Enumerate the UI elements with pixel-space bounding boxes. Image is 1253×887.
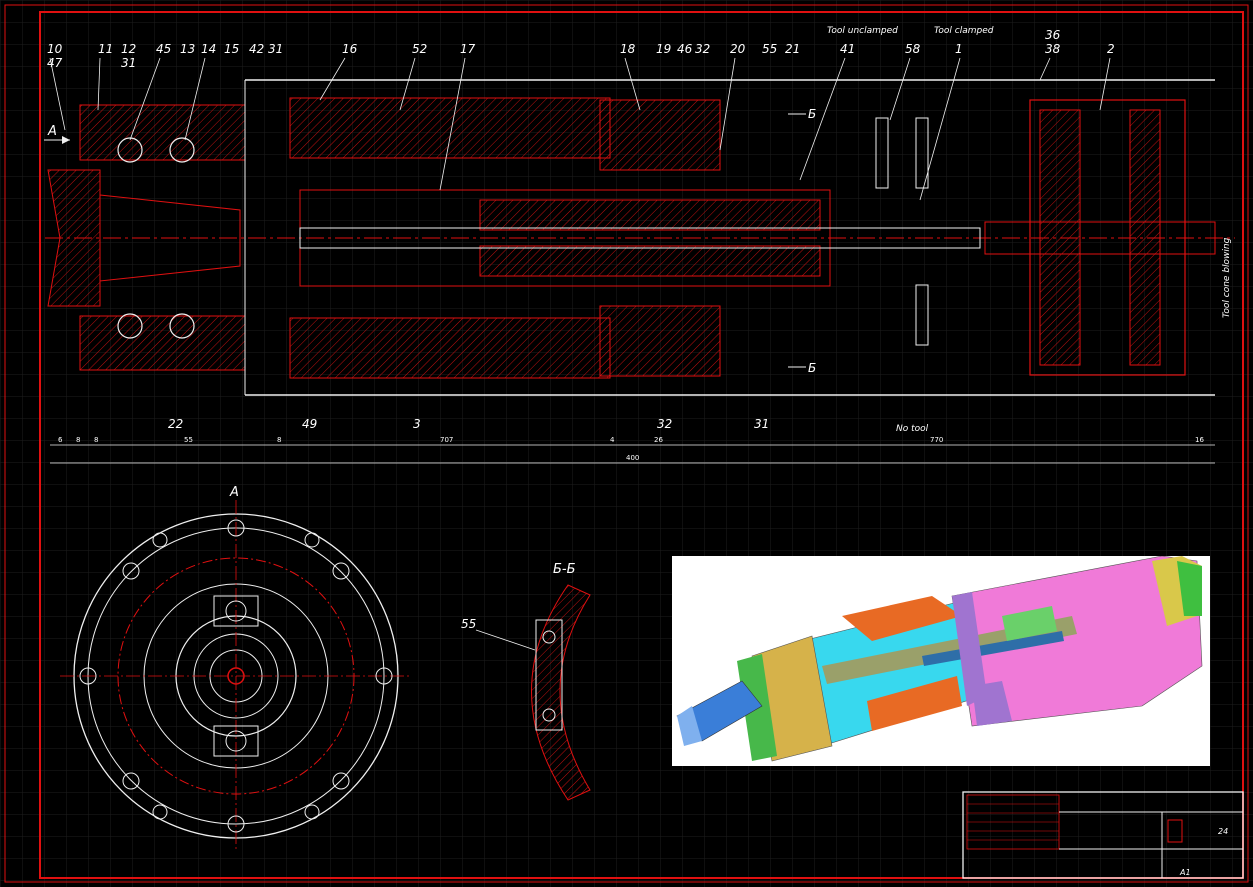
callout: 32 [695,42,710,56]
annotation-tool-unclamped: Tool unclamped [827,26,898,36]
section-arrow-b-bottom-label: Б [808,361,816,375]
callout: 18 [620,42,636,56]
stator-top [289,97,611,159]
cylinder-end-cap [1129,109,1161,366]
sensor-no-tool [915,284,929,346]
callout: 11 [98,42,113,56]
sheet-outer-frame [4,4,1249,883]
section-b-b-title: Б-Б [553,562,576,577]
disc-spring-pack-top [479,199,821,231]
stator-bottom [289,317,611,379]
front-bearing-ball-2 [169,137,195,163]
callout: 13 [180,42,195,56]
callout: 17 [460,42,476,56]
arrow-head-icon [62,136,70,144]
callout: 20 [730,42,746,56]
section-b-b: Б-Б 55 [461,562,591,801]
callout: 31 [754,417,769,431]
dimension-chain: 6 8 8 55 8 707 4 26 770 16 400 [50,436,1215,464]
front-bearing-ball-4 [169,313,195,339]
sensor-tool-unclamped [875,117,889,189]
callout: 31 [121,56,136,70]
callout: 31 [268,42,283,56]
section-b-b-key [535,619,563,731]
callout: 2 [1107,42,1115,56]
callout: 14 [201,42,216,56]
callout: 45 [156,42,171,56]
view-arrow-a-label: A [47,124,57,139]
front-housing-top [79,104,246,161]
isometric-svg [672,556,1210,766]
dimension-value: 4 [610,436,615,444]
title-block-sheet: 24 [1218,827,1228,836]
callout: 32 [657,417,672,431]
unclamp-cylinder [1029,99,1186,376]
tool-cone [99,194,241,282]
dimension-value: 6 [58,436,63,444]
section-arrow-b-top-label: Б [808,107,816,121]
bottom-callouts: 22 49 3 32 31 [168,417,769,431]
callout: 42 [249,42,264,56]
sheet-inner-frame [39,11,1244,879]
dimension-value: 16 [1195,436,1204,444]
callout: 38 [1045,42,1061,56]
callout: 15 [224,42,239,56]
drawbar [299,227,981,249]
dimension-value: 707 [440,436,453,444]
callout: 58 [905,42,921,56]
callout: 46 [677,42,693,56]
top-callouts: 10 47 11 12 31 45 13 14 15 42 31 16 52 1… [47,28,1115,70]
dimension-value: 400 [626,454,639,462]
dimension-value: 8 [277,436,281,444]
spindle-nose [47,169,101,307]
callout: 12 [121,42,136,56]
dimension-value: 26 [654,436,663,444]
callout: 19 [656,42,671,56]
dimension-value: 770 [930,436,943,444]
view-a-title: A [229,485,239,500]
section-b-b-callout: 55 [461,617,476,631]
view-a-flange: A [60,485,412,850]
title-block-format: A1 [1179,868,1191,877]
callout: 55 [762,42,777,56]
callout: 16 [342,42,358,56]
disc-spring-pack-bottom [479,245,821,277]
callout: 10 [47,42,63,56]
sensor-tool-clamped [915,117,929,189]
dimension-value: 8 [94,436,98,444]
callout: 1 [955,42,963,56]
callout: 41 [840,42,855,56]
callout: 52 [412,42,427,56]
rotary-union [984,221,1216,255]
isometric-render [672,556,1210,766]
callout: 3 [413,417,421,431]
callout: 36 [1045,28,1061,42]
front-housing-bottom [79,315,246,371]
rear-bearing-housing-bottom [599,305,721,377]
callout: 22 [168,417,183,431]
annotation-tool-clamped: Tool clamped [934,26,994,36]
annotation-tool-cone-blowing: Tool cone blowing [1222,237,1232,318]
spindle-section-view [45,79,1235,396]
front-bearing-ball-1 [117,137,143,163]
dimension-value: 55 [184,436,193,444]
annotation-no-tool: No tool [896,424,929,434]
top-leaders [49,57,1111,201]
title-block: 24 A1 [962,791,1244,879]
dimension-value: 8 [76,436,80,444]
callout: 49 [302,417,317,431]
rear-bearing-housing-top [599,99,721,171]
unclamp-piston [1039,109,1081,366]
callout: 47 [47,56,63,70]
callout: 21 [785,42,800,56]
front-bearing-ball-3 [117,313,143,339]
